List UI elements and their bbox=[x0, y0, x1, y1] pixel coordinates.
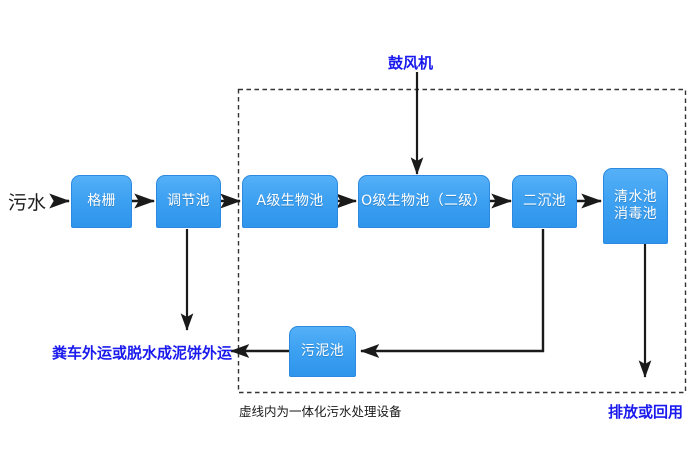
label-discharge-or-reuse: 排放或回用 bbox=[608, 403, 684, 421]
label-dashed-enclosure-caption: 虚线内为一体化污水处理设备 bbox=[239, 404, 402, 419]
node-a-bio-tank-label: A级生物池 bbox=[256, 192, 324, 209]
label-sludge-disposal: 粪车外运或脱水成泥饼外运 bbox=[52, 344, 233, 362]
node-grille[interactable]: 格栅 bbox=[71, 175, 132, 228]
node-clearwater-tank-label: 清水池 bbox=[614, 188, 657, 205]
node-clearwater-disinfection-tank[interactable]: 清水池 消毒池 bbox=[603, 168, 668, 244]
label-inflow: 污水 bbox=[8, 192, 47, 214]
node-regulating-tank-label: 调节池 bbox=[167, 192, 210, 209]
dashed-enclosure bbox=[237, 88, 687, 394]
node-regulating-tank[interactable]: 调节池 bbox=[156, 175, 221, 228]
node-sludge-tank[interactable]: 污泥池 bbox=[289, 326, 356, 377]
label-blower: 鼓风机 bbox=[388, 54, 434, 72]
node-secondary-sedimentation-tank[interactable]: 二沉池 bbox=[512, 175, 577, 228]
arrow-sedimentation-to-sludge bbox=[360, 229, 545, 358]
node-grille-label: 格栅 bbox=[87, 192, 116, 209]
node-o-bio-tank[interactable]: O级生物池（二级） bbox=[358, 175, 490, 228]
node-disinfection-tank-label: 消毒池 bbox=[614, 206, 657, 222]
node-secondary-sedimentation-tank-label: 二沉池 bbox=[523, 192, 566, 209]
node-a-bio-tank[interactable]: A级生物池 bbox=[242, 175, 338, 228]
node-o-bio-tank-label: O级生物池（二级） bbox=[361, 192, 487, 209]
node-sludge-tank-label: 污泥池 bbox=[301, 342, 344, 359]
